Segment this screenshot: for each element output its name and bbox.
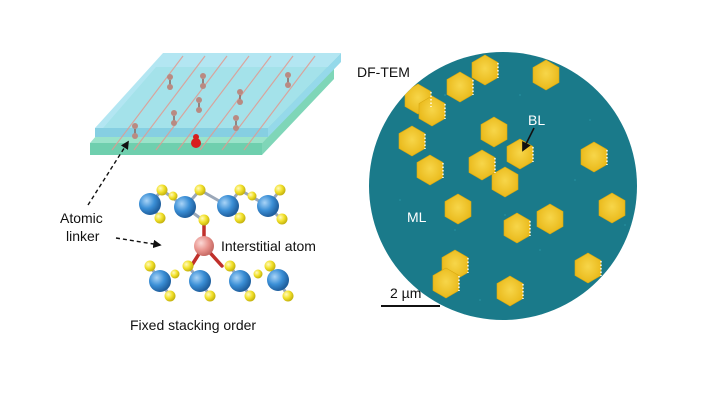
flake	[471, 54, 499, 86]
top-layer-atoms	[139, 184, 288, 226]
flake	[574, 252, 602, 284]
atomic-linker-label-line1: Atomic	[60, 210, 103, 226]
flake	[496, 275, 524, 307]
flake	[416, 154, 444, 186]
flake	[468, 149, 496, 181]
linker-arrow-to-atom	[115, 237, 162, 249]
atomic-linker-label-line2: linker	[66, 228, 100, 244]
flake	[532, 59, 560, 91]
micrograph-title: DF-TEM	[357, 64, 410, 80]
interstitial-atom-label: Interstitial atom	[221, 238, 316, 254]
flake	[598, 192, 626, 224]
interstitial-atom	[194, 236, 214, 256]
linker-arrow-to-stack	[87, 140, 129, 206]
layer-stack-schematic	[90, 53, 341, 155]
atomic-model	[139, 184, 294, 302]
bilayer-flakes	[398, 54, 626, 307]
bl-pointer-arrow	[522, 127, 535, 152]
flake	[503, 212, 531, 244]
flake-edge-dots	[424, 63, 608, 299]
highlighted-linker	[191, 134, 201, 148]
flake	[491, 166, 519, 198]
df-tem-micrograph	[369, 52, 637, 320]
lattice-lines	[111, 55, 316, 151]
flake	[418, 95, 446, 127]
linker-markers	[132, 72, 291, 139]
flake	[580, 141, 608, 173]
flake	[446, 71, 474, 103]
bottom-layer-atoms	[144, 260, 294, 302]
scale-bar-label: 2 µm	[390, 285, 422, 301]
flake	[398, 125, 426, 157]
bilayer-label: BL	[528, 112, 546, 128]
monolayer-label: ML	[407, 209, 427, 225]
top-layer	[95, 53, 341, 137]
flake	[432, 267, 460, 299]
stacking-order-caption: Fixed stacking order	[130, 317, 257, 333]
flake	[444, 193, 472, 225]
flake	[480, 116, 508, 148]
flake	[536, 203, 564, 235]
